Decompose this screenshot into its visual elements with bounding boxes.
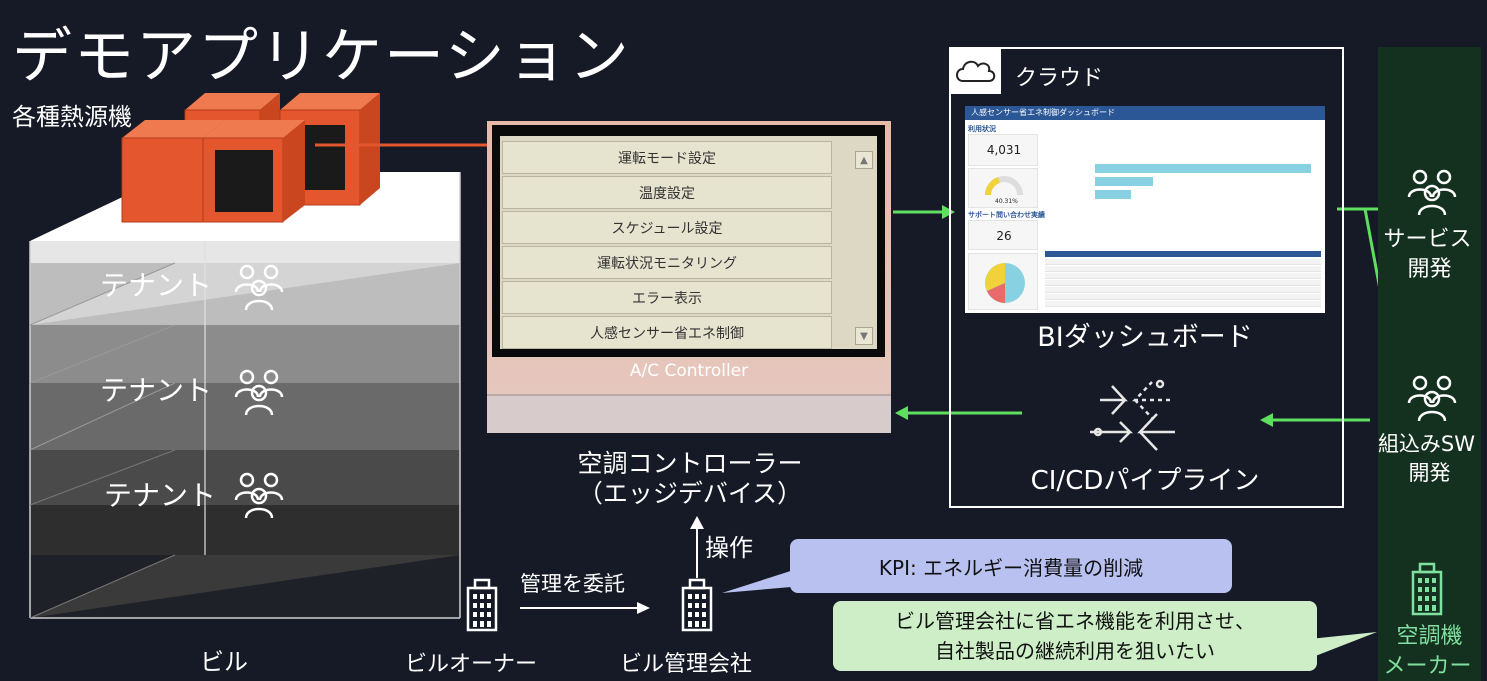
service-dev-label-line1: サービス <box>1383 227 1472 252</box>
pie-chart <box>985 263 1025 303</box>
goal-text-line2: 自社製品の継続利用を狙いたい <box>935 639 1215 663</box>
bar-3 <box>1095 190 1131 199</box>
page-title: デモアプリケーション <box>12 22 631 92</box>
maker-label-line1: 空調機 <box>1396 624 1463 649</box>
cloud-container <box>949 47 1344 508</box>
bar-2 <box>1095 177 1153 186</box>
heat-source-units <box>121 93 380 223</box>
goal-pointer <box>1300 632 1377 662</box>
mgmt-building-icon <box>681 578 713 632</box>
users-icon <box>234 369 284 416</box>
owner-label: ビルオーナー <box>405 652 538 677</box>
tenant-label-1: テナント <box>100 269 213 302</box>
building <box>29 172 461 619</box>
dashboard-section-support: サポート問い合わせ実績 <box>968 211 1045 219</box>
menu-item-sensor-energy-saving[interactable]: 人感センサー省エネ制御 <box>502 316 832 349</box>
floor-3 <box>30 383 460 450</box>
gauge-chart <box>985 176 1023 196</box>
metric-value-1: 4,031 <box>986 143 1022 157</box>
users-icon <box>1407 375 1457 422</box>
owner-building-icon <box>466 578 498 632</box>
embedded-dev-label-line2: 開発 <box>1408 461 1451 485</box>
dashboard-header: 人感センサー省エネ制御ダッシュボード <box>965 106 1325 120</box>
users-icon <box>1407 169 1457 216</box>
maker-column <box>1378 47 1481 681</box>
scroll-up-icon[interactable]: ▲ <box>855 151 873 169</box>
metric-value-2: 26 <box>996 229 1012 243</box>
cicd-pipeline-icon <box>1090 379 1175 451</box>
heat-source-label: 各種熱源機 <box>12 103 132 131</box>
tenant-label-2: テナント <box>100 374 213 407</box>
gauge-card: 40.31% <box>968 168 1038 208</box>
cloud-icon-badge <box>949 47 1001 94</box>
goal-text-line1: ビル管理会社に省エネ機能を利用させ、 <box>895 609 1255 633</box>
operate-label: 操作 <box>705 534 753 562</box>
service-dev-label-line2: 開発 <box>1407 257 1452 282</box>
kpi-callout: KPI: エネルギー消費量の削減 <box>790 539 1232 593</box>
cloud-icon <box>956 60 996 82</box>
tenant-label-3: テナント <box>104 479 217 512</box>
building-label: ビル <box>200 648 248 676</box>
ac-controller-base <box>487 394 891 433</box>
cicd-label: CI/CDパイプライン <box>1030 466 1260 496</box>
maker-building-icon <box>1411 562 1443 616</box>
white-arrows <box>520 516 704 614</box>
delegate-label: 管理を委託 <box>520 572 625 596</box>
dashboard-section-usage: 利用状況 <box>968 125 996 133</box>
menu-item-temperature[interactable]: 温度設定 <box>502 176 832 209</box>
bar-1 <box>1095 164 1311 173</box>
pie-card <box>968 253 1038 310</box>
mgmt-company-label: ビル管理会社 <box>620 652 753 677</box>
bi-dashboard-screenshot: 人感センサー省エネ制御ダッシュボード 利用状況 4,031 40.31% サポー… <box>965 106 1325 313</box>
users-icon <box>234 472 284 519</box>
embedded-dev-label-line1: 組込みSW <box>1377 432 1476 456</box>
menu-item-schedule[interactable]: スケジュール設定 <box>502 211 832 244</box>
controller-caption-line1: 空調コントローラー <box>577 449 803 478</box>
controller-caption-line2: （エッジデバイス） <box>577 479 803 508</box>
users-icon <box>234 264 284 311</box>
menu-item-operation-mode[interactable]: 運転モード設定 <box>502 141 832 174</box>
goal-callout: ビル管理会社に省エネ機能を利用させ、 自社製品の継続利用を狙いたい <box>833 601 1317 671</box>
menu-item-error[interactable]: エラー表示 <box>502 281 832 314</box>
menu-item-monitoring[interactable]: 運転状況モニタリング <box>502 246 832 279</box>
ac-controller-label: A/C Controller <box>629 361 749 381</box>
kpi-text: KPI: エネルギー消費量の削減 <box>878 555 1144 580</box>
maker-label-line2: メーカー <box>1383 654 1472 679</box>
metric-card-1: 4,031 <box>968 134 1038 166</box>
gauge-value: 40.31% <box>995 198 1018 205</box>
metric-card-2: 26 <box>968 220 1038 250</box>
bi-dashboard-label: BIダッシュボード <box>1037 322 1253 353</box>
scroll-down-icon[interactable]: ▼ <box>855 327 873 345</box>
cloud-title: クラウド <box>1015 66 1104 91</box>
